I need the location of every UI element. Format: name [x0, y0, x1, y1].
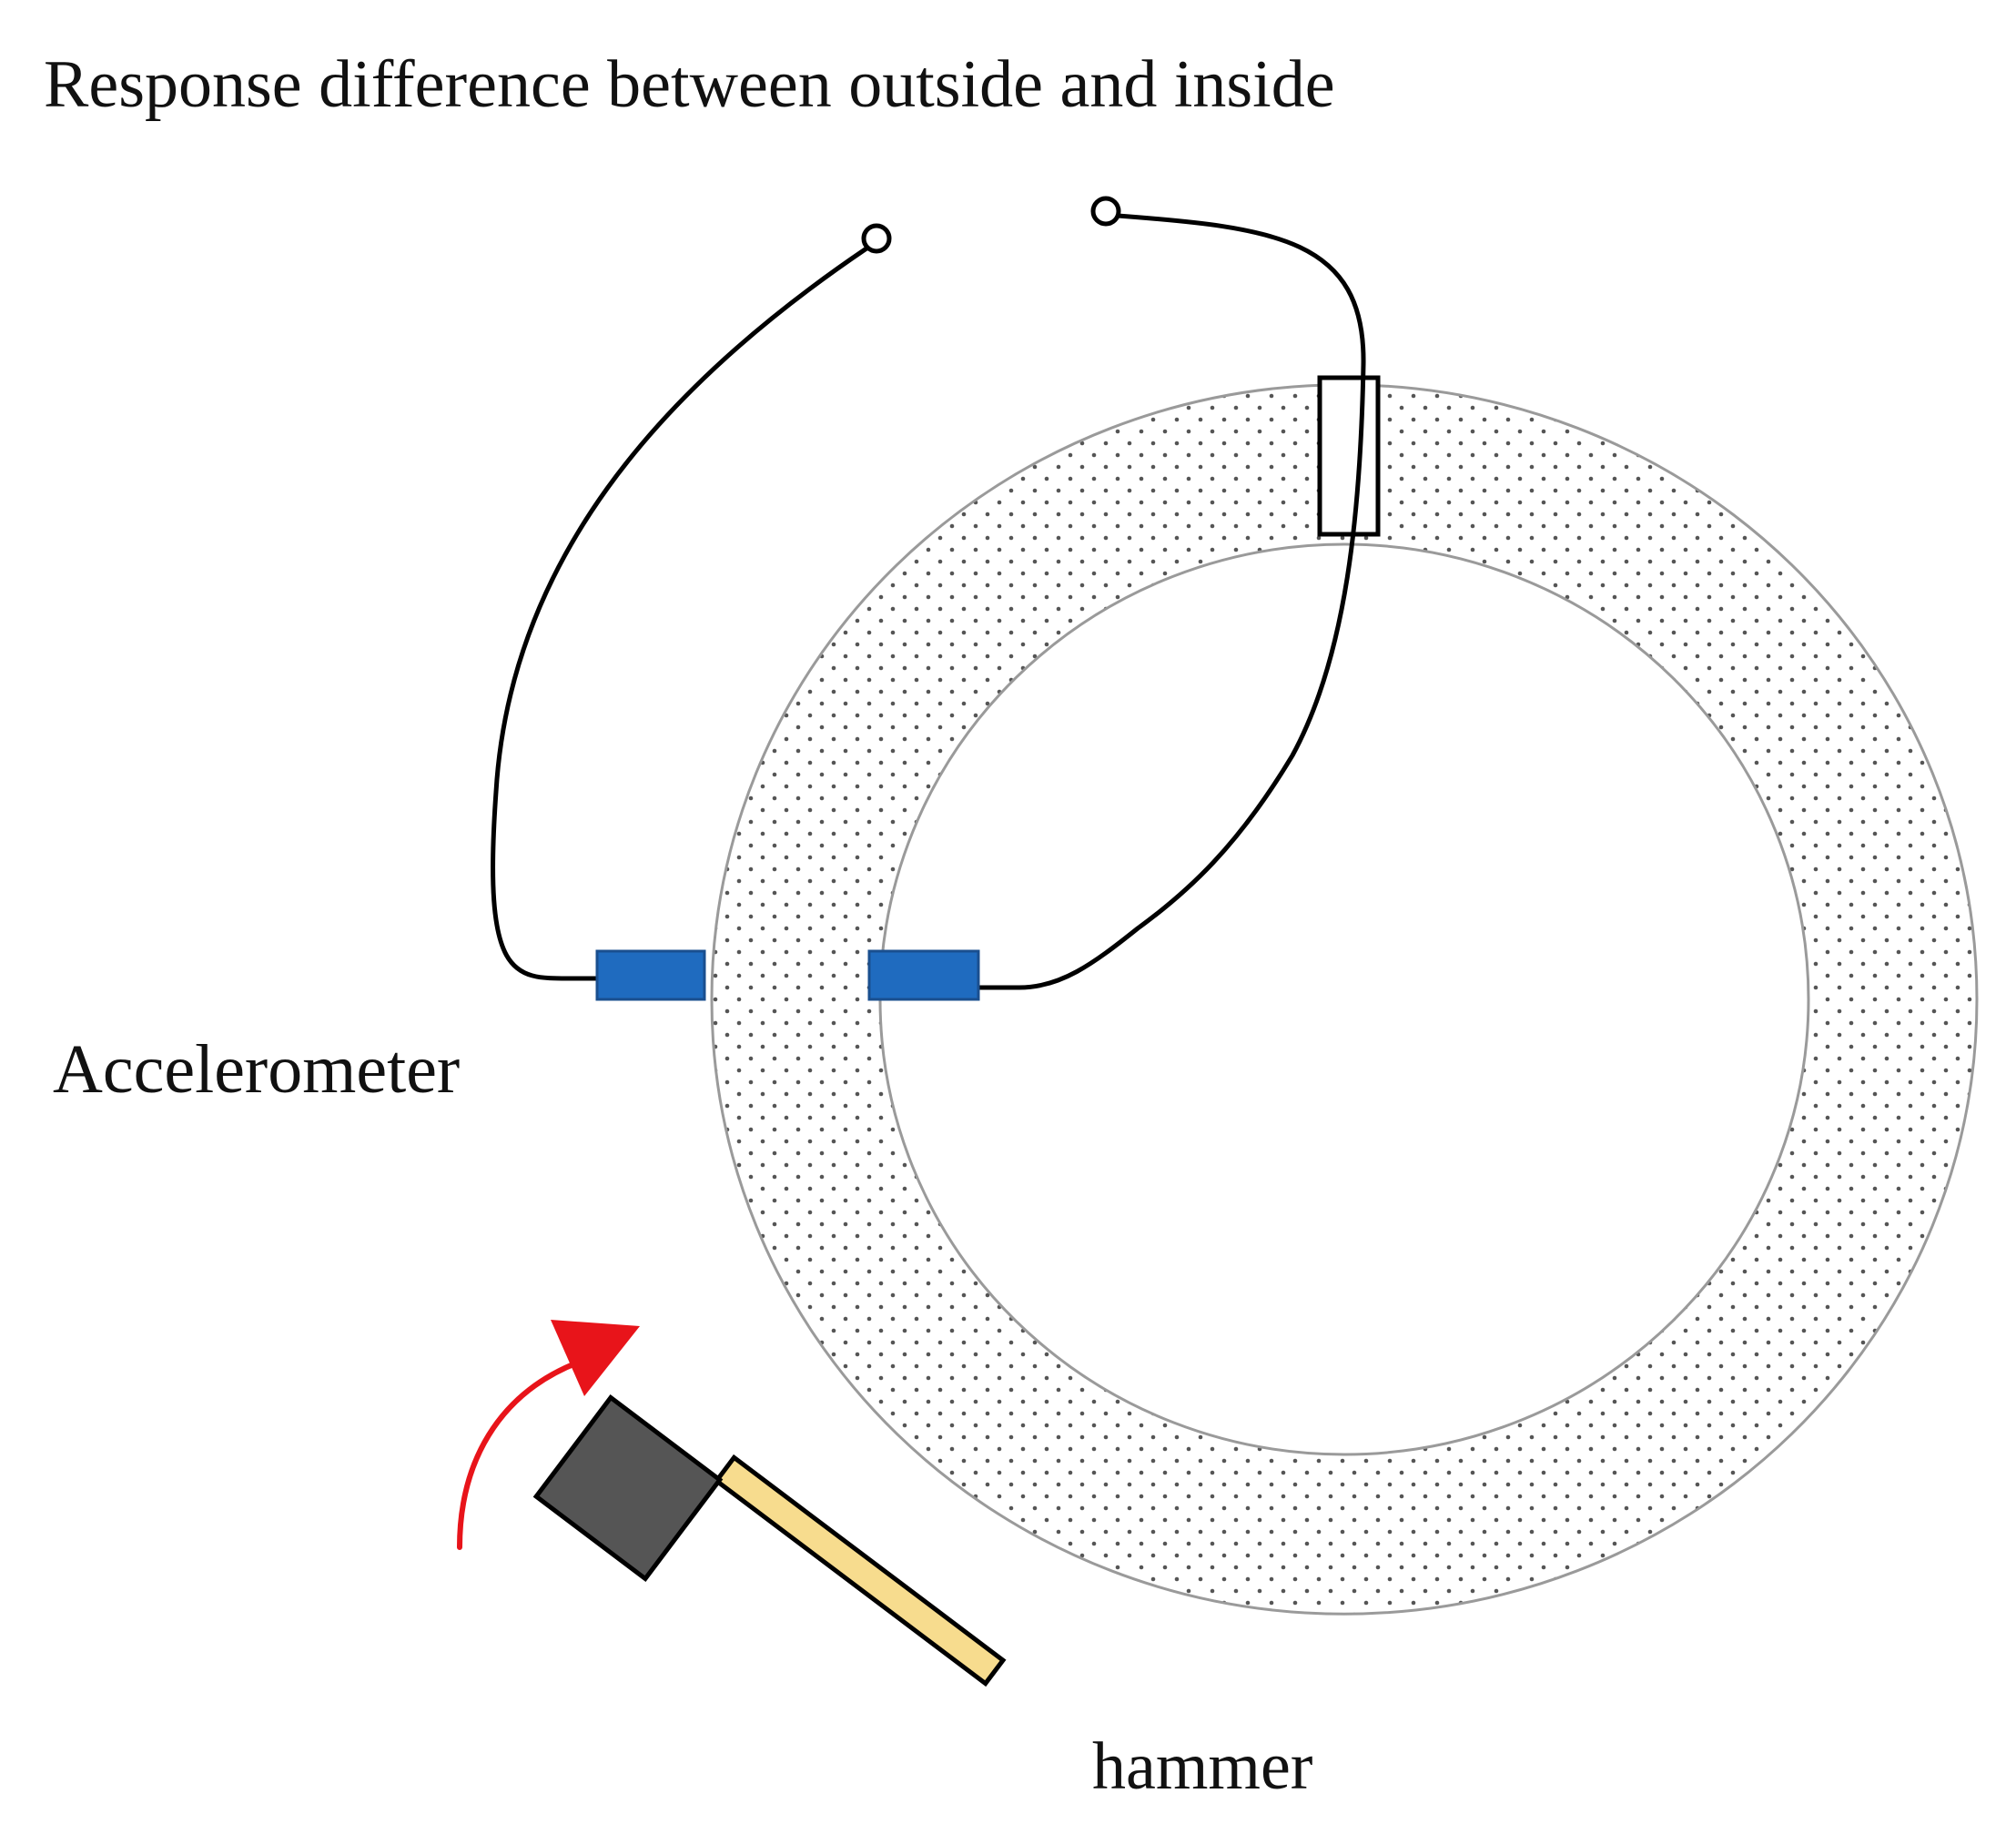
terminal-right	[1090, 196, 1121, 227]
hammer-label: hammer	[1092, 1729, 1312, 1804]
accelerometer-outside	[595, 949, 706, 1001]
wire-right	[976, 213, 1366, 990]
hammer-handle	[713, 1454, 1007, 1687]
swing-arrow-shaft	[457, 1358, 585, 1550]
accelerometer-inside	[867, 949, 980, 1001]
swing-arrow-head	[551, 1320, 640, 1396]
wire-left	[491, 246, 869, 981]
terminal-left	[861, 223, 892, 254]
hammer-head	[532, 1394, 724, 1582]
accelerometer-label: Accelerometer	[53, 1031, 460, 1108]
ring-clamp	[1317, 375, 1381, 537]
diagram-title: Response difference between outside and …	[44, 47, 1335, 122]
hammer-icon	[532, 1394, 1007, 1687]
